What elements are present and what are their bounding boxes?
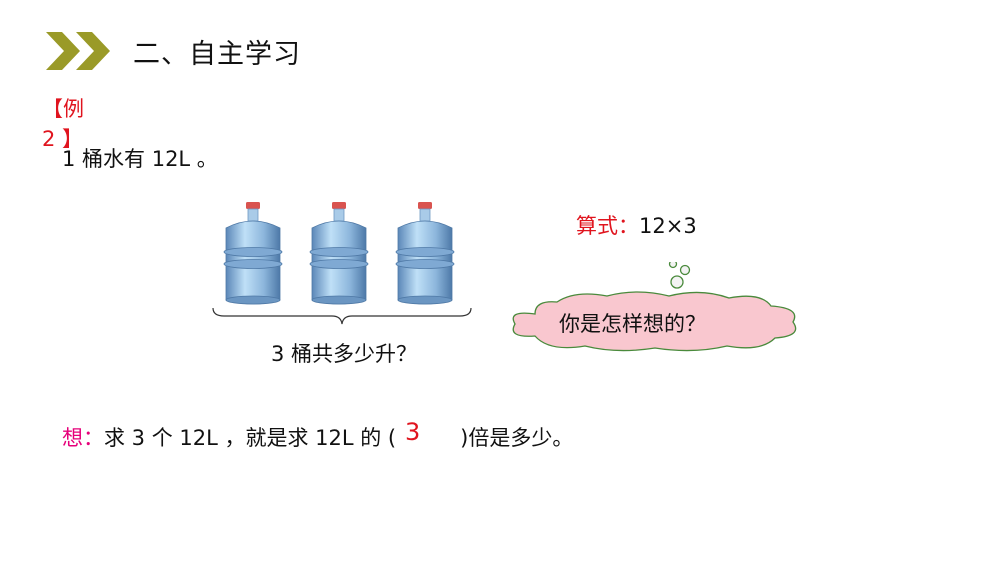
- think-line: 想：求 3 个 12L ，就是求 12L 的 ( )倍是多少。: [62, 422, 573, 452]
- curly-brace: [212, 307, 472, 325]
- section-title: 二、自主学习: [133, 39, 301, 70]
- jugs-question: 3 桶共多少升？: [271, 342, 418, 366]
- example-label-line2: 2 】: [42, 127, 84, 151]
- water-jugs-illustration: [223, 202, 455, 305]
- think-label: 想：: [62, 426, 104, 450]
- formula-label: 算式：: [576, 214, 639, 238]
- answer-blank-value: 3: [405, 418, 421, 446]
- example-label-line1: 【例: [42, 97, 84, 121]
- formula-value: 12×3: [639, 214, 697, 238]
- think-text-after: )倍是多少。: [460, 426, 574, 450]
- problem-statement: 1 桶水有 12L 。: [62, 147, 218, 171]
- double-chevron-icon: [46, 32, 110, 70]
- think-text-before: 求 3 个 12L ，就是求 12L 的 (: [104, 426, 397, 450]
- water-jug-icon: [223, 202, 283, 305]
- cloud-text: 你是怎样想的？: [559, 312, 706, 336]
- thought-cloud: [512, 262, 797, 352]
- water-jug-icon: [309, 202, 369, 305]
- water-jug-icon: [395, 202, 455, 305]
- formula: 算式：12×3: [576, 210, 697, 240]
